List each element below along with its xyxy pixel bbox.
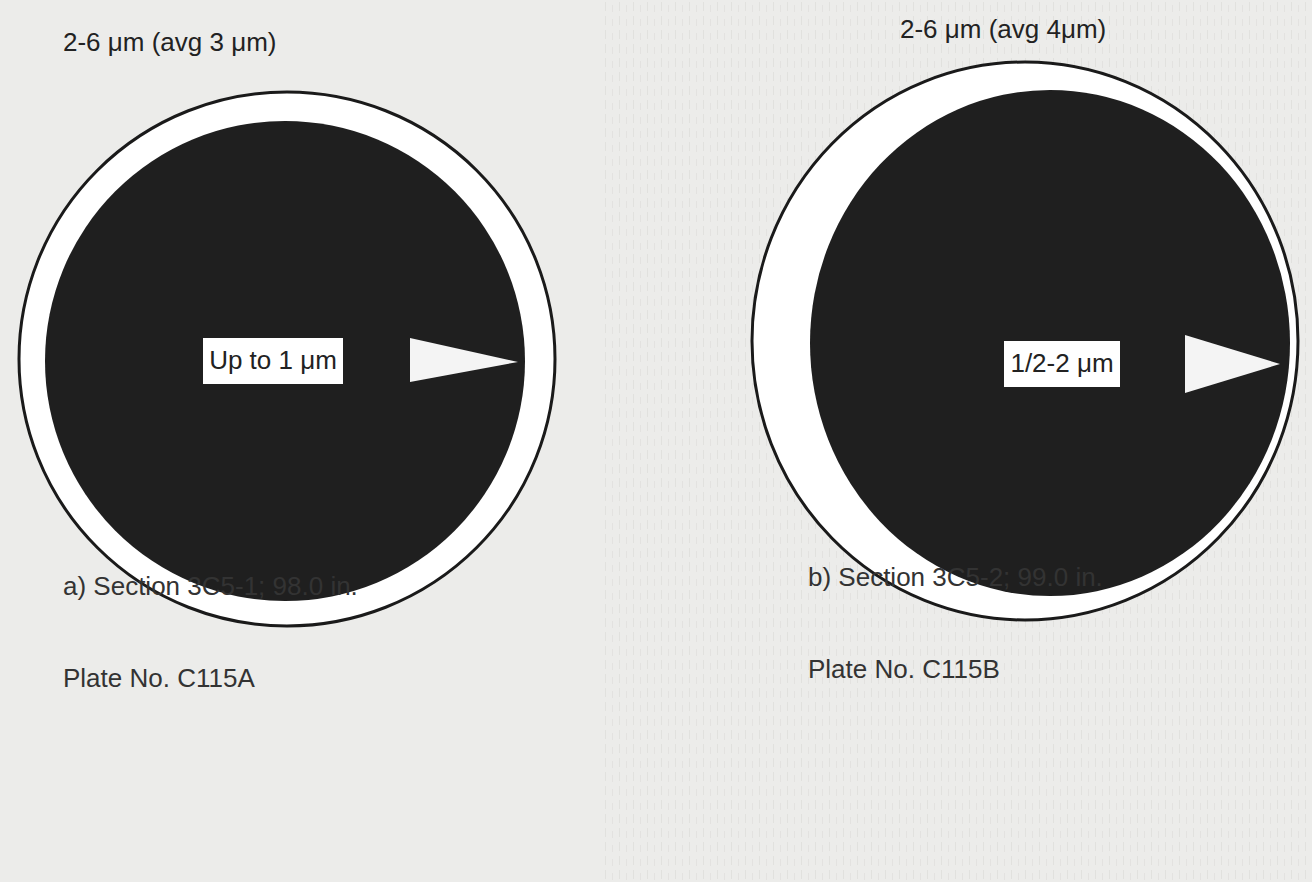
section-caption: b) Section 3C5-2; 99.0 in. [808, 562, 1103, 593]
plate-number: Plate No. C115A [63, 663, 255, 694]
specimen-circle: 2-6 μm (avg 4μm)1/2-2 μm [750, 60, 1300, 622]
layer-label: 1/2-2 μm [1004, 341, 1119, 387]
section-caption: a) Section 3C5-1; 98.0 in. [63, 571, 358, 602]
specimen-circle: 2-6 μm (avg 3 μm)Up to 1 μm [17, 90, 557, 628]
pointer-arrow [410, 338, 518, 382]
layer-label: Up to 1 μm [203, 338, 343, 384]
plate-number: Plate No. C115B [808, 654, 1000, 685]
thickness-heading: 2-6 μm (avg 3 μm) [63, 28, 276, 58]
thickness-heading: 2-6 μm (avg 4μm) [900, 15, 1106, 45]
pointer-arrow [1185, 335, 1280, 393]
